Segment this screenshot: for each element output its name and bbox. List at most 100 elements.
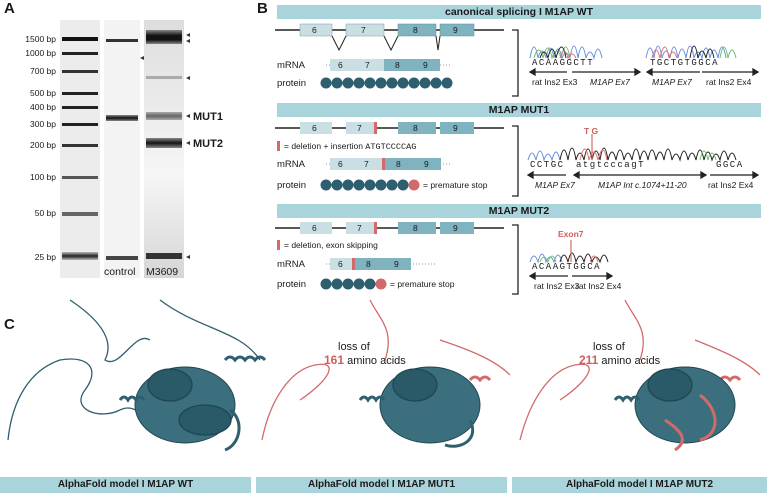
ladder-band bbox=[62, 123, 98, 126]
lane-label-sample: M3609 bbox=[146, 266, 179, 278]
mut1-seq-a: CCTGC bbox=[530, 160, 565, 170]
mut1-seq-label-3: rat Ins2 Ex4 bbox=[708, 180, 754, 190]
ladder-band bbox=[62, 92, 98, 95]
lane-label-control: control bbox=[104, 266, 136, 278]
mut2-exon-8: 8 bbox=[413, 223, 418, 233]
mut1-seq-b: atgtcccagT bbox=[576, 160, 646, 170]
mut2-amino-label: amino acids bbox=[601, 355, 661, 367]
gel-mut2-label: MUT2 bbox=[193, 138, 223, 150]
ladder-label: 50 bp bbox=[34, 208, 56, 218]
mut1-structure bbox=[261, 299, 511, 441]
mut2-exon-7: 7 bbox=[357, 223, 362, 233]
gel-control-lane bbox=[104, 20, 140, 278]
wt-mrna-exon-6: 6 bbox=[338, 60, 343, 70]
sample-band bbox=[146, 30, 182, 44]
ladder-label: 200 bp bbox=[30, 140, 56, 150]
mut1-mrna-exon-7: 7 bbox=[364, 159, 369, 169]
wt-mrna-label: mRNA bbox=[277, 60, 305, 71]
mut1-loss-annotation: loss of 161 amino acids bbox=[324, 341, 406, 368]
mut2-loss-annotation: loss of 211 amino acids bbox=[579, 341, 660, 368]
ladder-label: 1500 bp bbox=[25, 34, 56, 44]
mut1-legend: = deletion + insertion ATGTCCCCAG bbox=[284, 141, 417, 152]
mut1-amino-label: amino acids bbox=[347, 355, 406, 367]
ladder-band bbox=[62, 37, 98, 41]
mut1-insert-seq: ATGTCCCCAG bbox=[365, 142, 417, 152]
sample-band-mut1 bbox=[146, 112, 182, 120]
wt-exon-8: 8 bbox=[413, 25, 418, 35]
wt-seq-left: ACAAGGCTT bbox=[532, 58, 595, 68]
mut1-loss-prefix: loss of bbox=[338, 341, 370, 353]
mut2-exon7-label: Exon7 bbox=[558, 229, 584, 239]
wt-seq-label-4: rat Ins2 Ex4 bbox=[706, 77, 752, 87]
ladder-band bbox=[62, 52, 98, 55]
mut1-mrna-exon-6: 6 bbox=[338, 159, 343, 169]
wt-seq-label-1: rat Ins2 Ex3 bbox=[532, 77, 578, 87]
ladder-band bbox=[62, 252, 98, 260]
mut2-exon-6: 6 bbox=[312, 223, 317, 233]
mut1-seq-label-1: M1AP Ex7 bbox=[535, 180, 575, 190]
control-band bbox=[106, 39, 138, 42]
wt-protein-label: protein bbox=[277, 78, 307, 89]
wt-exon-9: 9 bbox=[453, 25, 458, 35]
mut1-exon-6: 6 bbox=[312, 123, 317, 133]
wt-mrna-exon-7: 7 bbox=[365, 60, 370, 70]
ladder-band bbox=[62, 70, 98, 73]
wt-seq-label-3: M1AP Ex7 bbox=[652, 77, 692, 87]
ladder-band bbox=[62, 212, 98, 216]
mut2-legend: = deletion, exon skipping bbox=[284, 240, 378, 250]
ladder-label: 400 bp bbox=[30, 102, 56, 112]
mut1-mrna-exon-9: 9 bbox=[424, 159, 429, 169]
wt-mrna-exon-8: 8 bbox=[395, 60, 400, 70]
gel-ladder-lane bbox=[60, 20, 100, 278]
mut1-seq-label-2: M1AP Int c.1074+11-20 bbox=[598, 180, 687, 190]
mut1-tg-label: T G bbox=[584, 126, 599, 136]
mut2-stop-label: = premature stop bbox=[390, 279, 455, 289]
mut1-stop-label: = premature stop bbox=[423, 180, 488, 190]
ladder-label: 1000 bp bbox=[25, 48, 56, 58]
mut2-seq: ACAAGTGGCA bbox=[532, 262, 602, 272]
panel-letter-c: C bbox=[4, 316, 15, 333]
ladder-band bbox=[62, 144, 98, 147]
mut1-exon-8: 8 bbox=[413, 123, 418, 133]
wt-mrna-exon-9: 9 bbox=[423, 60, 428, 70]
sample-band bbox=[146, 253, 182, 259]
mut2-header: M1AP MUT2 bbox=[277, 204, 761, 218]
mut2-mrna-exon-6: 6 bbox=[338, 259, 343, 269]
ladder-label: 700 bp bbox=[30, 66, 56, 76]
wt-seq-right: TGCTGTGGCA bbox=[650, 58, 720, 68]
mut2-seq-label-2: rat Ins2 Ex4 bbox=[576, 281, 622, 291]
panel-letter-b: B bbox=[257, 0, 268, 17]
mut2-mrna-exon-9: 9 bbox=[394, 259, 399, 269]
control-band bbox=[106, 256, 138, 260]
gel-sample-lane bbox=[144, 20, 184, 278]
mut2-mrna-exon-8: 8 bbox=[366, 259, 371, 269]
caption-wt: AlphaFold model I M1AP WT bbox=[0, 477, 251, 493]
ladder-label: 25 bp bbox=[34, 252, 56, 262]
gel-mut1-label: MUT1 bbox=[193, 111, 223, 123]
sample-band-mut2 bbox=[146, 138, 182, 148]
mut1-seq-c: GGCA bbox=[716, 160, 744, 170]
mut1-exon-9: 9 bbox=[453, 123, 458, 133]
mut2-loss-prefix: loss of bbox=[593, 341, 625, 353]
wt-exon-6: 6 bbox=[312, 25, 317, 35]
mut2-loss-count: 211 bbox=[579, 353, 599, 367]
control-band-mut bbox=[106, 115, 138, 121]
gel-arrow-marks bbox=[140, 33, 190, 259]
wt-exon-7: 7 bbox=[361, 25, 366, 35]
wt-structure bbox=[7, 299, 267, 452]
ladder-band bbox=[62, 176, 98, 179]
panel-letter-a: A bbox=[4, 0, 15, 17]
mut1-exon-7: 7 bbox=[357, 123, 362, 133]
mut1-header: M1AP MUT1 bbox=[277, 103, 761, 117]
ladder-label: 100 bp bbox=[30, 172, 56, 182]
caption-mut2: AlphaFold model I M1AP MUT2 bbox=[512, 477, 767, 493]
mut1-mrna-label: mRNA bbox=[277, 159, 305, 170]
mut2-protein-label: protein bbox=[277, 279, 307, 290]
mut1-protein-label: protein bbox=[277, 180, 307, 191]
mut1-mrna-exon-8: 8 bbox=[396, 159, 401, 169]
wt-seq-label-2: M1AP Ex7 bbox=[590, 77, 630, 87]
wt-header: canonical splicing I M1AP WT bbox=[277, 5, 761, 19]
ladder-label: 300 bp bbox=[30, 119, 56, 129]
